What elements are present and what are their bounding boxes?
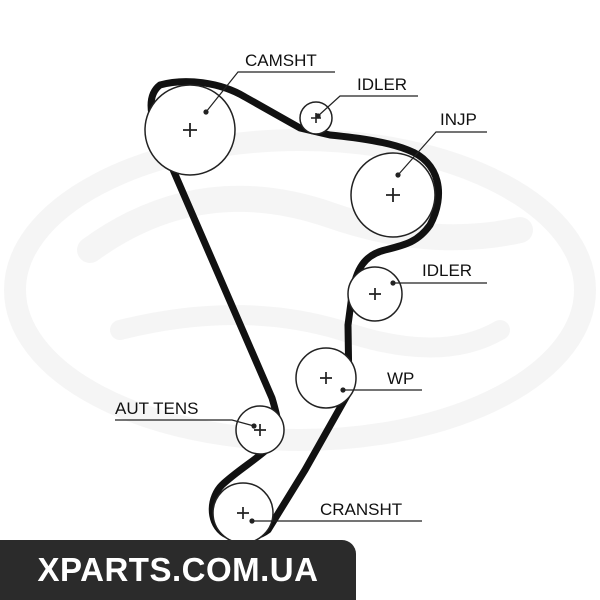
label-wp: WP <box>387 369 414 388</box>
leader-injp <box>397 131 487 176</box>
crankshaft-pulley <box>212 482 274 544</box>
label-injp: INJP <box>440 110 477 129</box>
label-cransht: CRANSHT <box>320 500 402 519</box>
camshaft-pulley <box>144 84 236 176</box>
injection-pump-pulley <box>350 152 436 238</box>
watermark-text: XPARTS.COM.UA <box>37 551 319 588</box>
center-cross-icon <box>183 123 197 137</box>
auto-tensioner-pulley <box>235 405 285 455</box>
leader-aut-tens <box>115 419 255 427</box>
label-camshaft: CAMSHT <box>245 51 317 70</box>
leader-idler-top <box>317 95 418 117</box>
idler-top-pulley <box>299 101 333 135</box>
watermark-banner: XPARTS.COM.UA <box>0 540 356 600</box>
center-cross-icon <box>320 372 332 384</box>
leader-lines <box>115 71 487 524</box>
label-aut-tens: AUT TENS <box>115 399 198 418</box>
leader-camshaft <box>205 71 335 113</box>
center-cross-icon <box>254 424 266 436</box>
background-logo <box>4 129 596 451</box>
water-pump-pulley <box>295 347 357 409</box>
center-cross-icon <box>386 188 400 202</box>
center-cross-icon <box>369 288 381 300</box>
label-idler-mid: IDLER <box>422 261 472 280</box>
label-idler-top: IDLER <box>357 75 407 94</box>
center-cross-icon <box>237 507 249 519</box>
idler-mid-pulley <box>347 266 403 322</box>
